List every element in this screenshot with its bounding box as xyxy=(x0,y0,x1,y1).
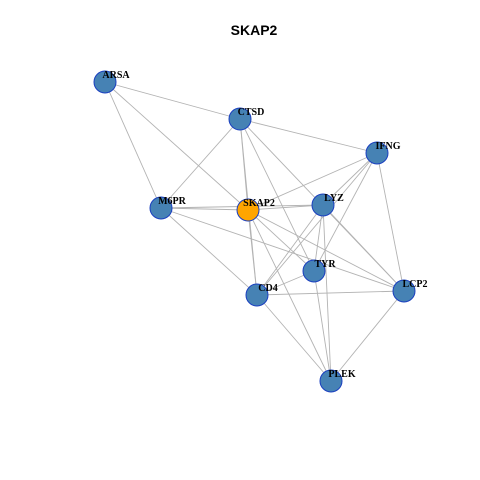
edge-arsa-m6pr xyxy=(104,81,162,209)
edge-ctsd-ifng xyxy=(239,118,378,154)
node-m6pr[interactable]: M6PR xyxy=(149,196,187,220)
edge-m6pr-skap2 xyxy=(160,207,249,211)
node-label-ctsd: CTSD xyxy=(238,107,265,118)
node-label-skap2: SKAP2 xyxy=(243,198,275,209)
node-circle-ifng[interactable] xyxy=(365,141,389,165)
edge-ifng-skap2 xyxy=(247,152,378,211)
edge-skap2-lcp2 xyxy=(247,209,405,292)
edge-ifng-lyz xyxy=(322,152,378,206)
node-circle-arsa[interactable] xyxy=(93,70,117,94)
node-label-plek: PLEK xyxy=(328,369,355,380)
node-label-ifng: IFNG xyxy=(376,141,401,152)
edge-arsa-skap2 xyxy=(104,81,249,211)
node-ctsd[interactable]: CTSD xyxy=(228,107,265,131)
edge-ifng-cd4 xyxy=(256,152,378,296)
node-label-tyr: TYR xyxy=(314,259,336,270)
edge-cd4-lcp2 xyxy=(256,290,405,296)
edge-ifng-tyr xyxy=(313,152,378,272)
node-circle-tyr[interactable] xyxy=(302,259,326,283)
node-circle-ctsd[interactable] xyxy=(228,107,252,131)
node-plek[interactable]: PLEK xyxy=(319,369,356,393)
edge-ifng-lcp2 xyxy=(376,152,405,292)
node-circle-cd4[interactable] xyxy=(245,283,269,307)
node-label-m6pr: M6PR xyxy=(158,196,187,207)
diagram-title: SKAP2 xyxy=(231,22,278,38)
node-cd4[interactable]: CD4 xyxy=(245,283,278,307)
node-lcp2[interactable]: LCP2 xyxy=(392,279,428,303)
edge-arsa-ctsd xyxy=(104,81,241,120)
edge-ctsd-tyr xyxy=(239,118,315,272)
edge-skap2-lyz xyxy=(247,204,324,211)
node-circle-plek[interactable] xyxy=(319,369,343,393)
edge-tyr-plek xyxy=(313,270,332,382)
node-label-arsa: ARSA xyxy=(102,70,130,81)
edge-layer xyxy=(104,81,405,382)
node-circle-lyz[interactable] xyxy=(311,193,335,217)
node-circle-lcp2[interactable] xyxy=(392,279,416,303)
edge-lcp2-plek xyxy=(330,290,405,382)
node-label-lcp2: LCP2 xyxy=(403,279,428,290)
node-label-lyz: LYZ xyxy=(324,193,344,204)
edge-skap2-cd4 xyxy=(247,209,258,296)
edge-skap2-tyr xyxy=(247,209,315,272)
edge-cd4-plek xyxy=(256,294,332,382)
edge-lyz-cd4 xyxy=(256,204,324,296)
edge-m6pr-lcp2 xyxy=(160,207,405,292)
node-tyr[interactable]: TYR xyxy=(302,259,336,283)
edge-skap2-plek xyxy=(247,209,332,382)
node-label-cd4: CD4 xyxy=(258,283,277,294)
node-skap2[interactable]: SKAP2 xyxy=(236,198,275,222)
node-circle-skap2[interactable] xyxy=(236,198,260,222)
node-lyz[interactable]: LYZ xyxy=(311,193,344,217)
node-ifng[interactable]: IFNG xyxy=(365,141,401,165)
edge-m6pr-cd4 xyxy=(160,207,258,296)
edge-ctsd-m6pr xyxy=(160,118,241,209)
node-arsa[interactable]: ARSA xyxy=(93,70,130,94)
node-circle-m6pr[interactable] xyxy=(149,196,173,220)
edge-lyz-lcp2 xyxy=(322,204,405,292)
